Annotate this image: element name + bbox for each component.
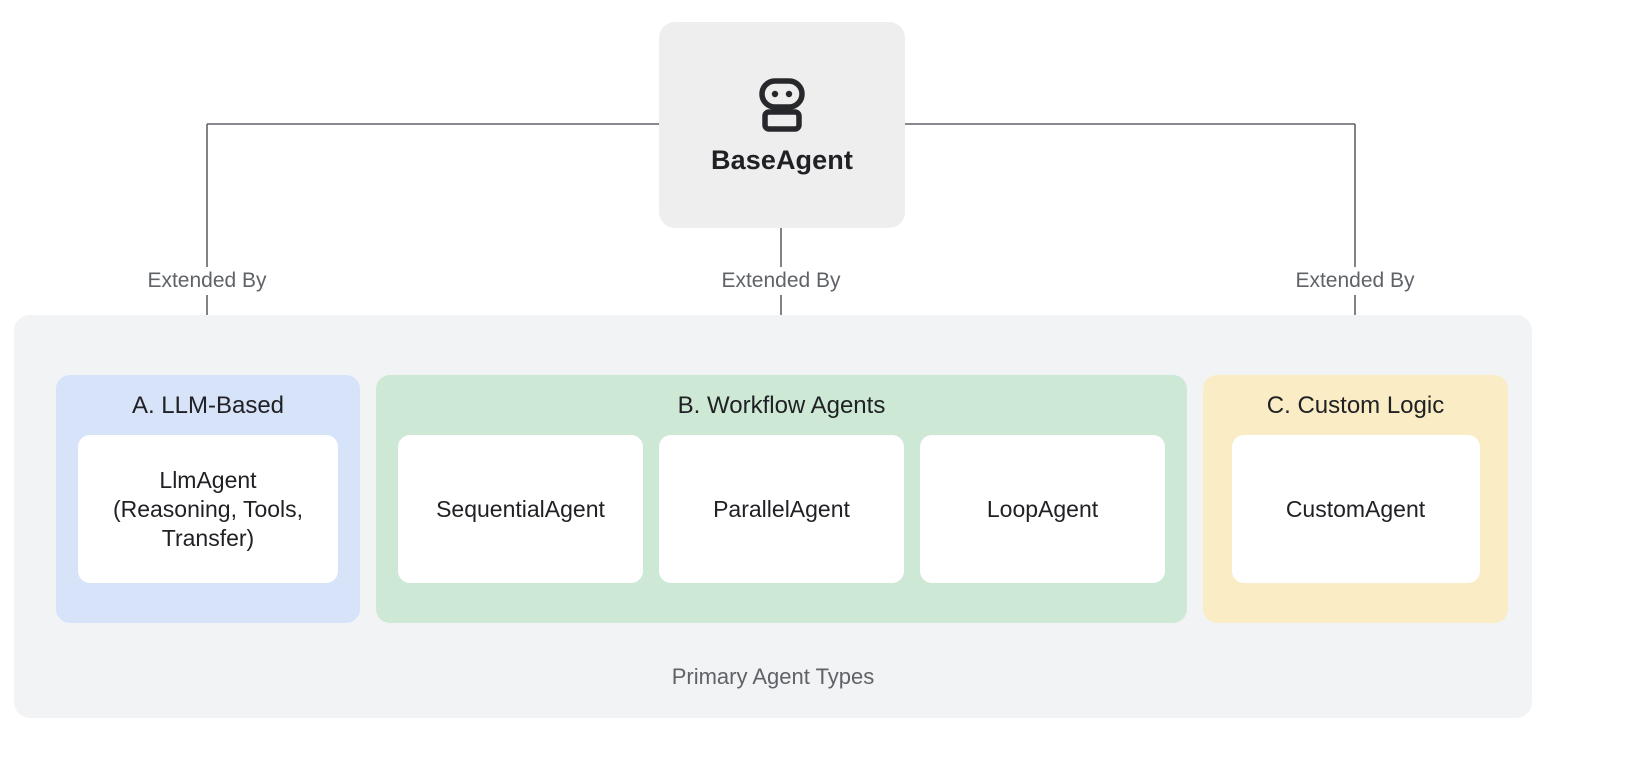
category-title-workflow-agents: B. Workflow Agents (677, 392, 886, 419)
category-items-custom-logic: CustomAgent (1203, 435, 1508, 584)
group-caption: Primary Agent Types (671, 664, 875, 689)
category-items-llm-based: LlmAgent (Reasoning, Tools, Transfer) (56, 435, 360, 584)
agent-card-label: LlmAgent (Reasoning, Tools, Transfer) (112, 466, 304, 551)
robot-icon (759, 77, 805, 132)
category-title-llm-based: A. LLM-Based (131, 392, 285, 419)
agent-card-label: CustomAgent (1285, 495, 1426, 522)
category-items-workflow-agents: SequentialAgent ParallelAgent LoopAgent (376, 435, 1187, 584)
agent-card-loop-agent[interactable]: LoopAgent (920, 435, 1165, 584)
agent-card-label: ParallelAgent (713, 495, 850, 522)
edge-label-extended-by-b: Extended By (715, 267, 847, 295)
agent-card-llm-agent[interactable]: LlmAgent (Reasoning, Tools, Transfer) (78, 435, 338, 584)
agent-card-sequential-agent[interactable]: SequentialAgent (398, 435, 643, 584)
edge-label-extended-by-a: Extended By (141, 267, 273, 295)
category-box-llm-based[interactable]: A. LLM-Based LlmAgent (Reasoning, Tools,… (56, 375, 360, 623)
agent-card-label: LoopAgent (986, 495, 1099, 522)
category-box-custom-logic[interactable]: C. Custom Logic CustomAgent (1203, 375, 1508, 623)
agent-card-label: SequentialAgent (436, 495, 605, 522)
agent-card-parallel-agent[interactable]: ParallelAgent (659, 435, 904, 584)
base-agent-card[interactable]: BaseAgent (659, 22, 905, 228)
category-box-workflow-agents[interactable]: B. Workflow Agents SequentialAgent Paral… (376, 375, 1187, 623)
category-title-custom-logic: C. Custom Logic (1266, 392, 1445, 419)
edge-label-extended-by-c: Extended By (1289, 267, 1421, 295)
base-agent-label: BaseAgent (711, 144, 853, 175)
agent-card-custom-agent[interactable]: CustomAgent (1231, 435, 1480, 584)
